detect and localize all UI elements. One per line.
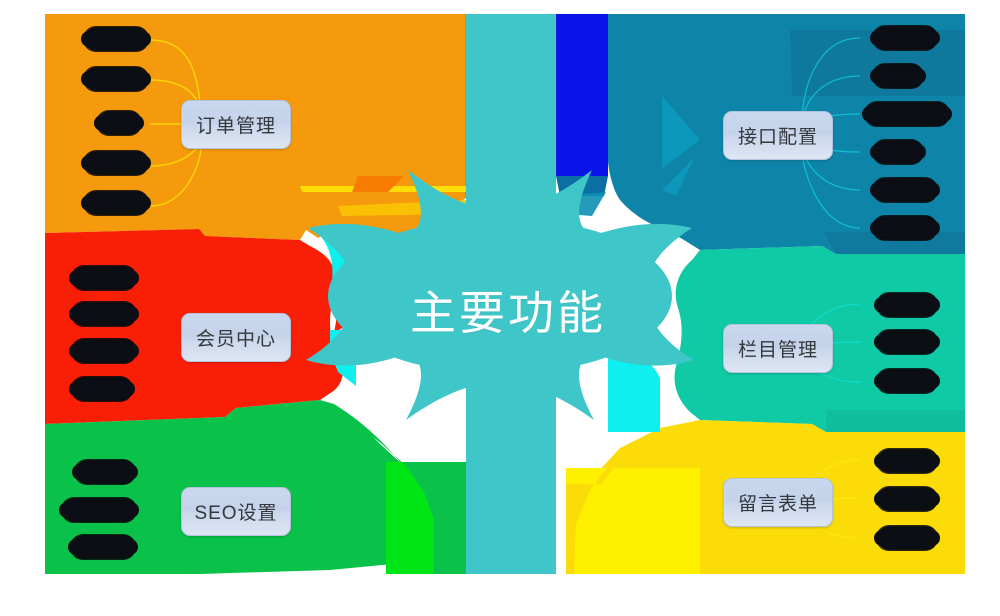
branch-label: SEO设置 <box>194 503 278 524</box>
branch-label: 订单管理 <box>195 116 276 137</box>
leaf-item[interactable] <box>81 192 151 214</box>
branch-column-management[interactable]: 栏目管理 <box>723 324 833 373</box>
leaf-item[interactable] <box>81 28 151 50</box>
leaf-item[interactable] <box>94 112 144 134</box>
leaf-item[interactable] <box>69 303 139 325</box>
leaf-item[interactable] <box>59 499 139 521</box>
leaf-item[interactable] <box>870 27 940 49</box>
branch-order-management[interactable]: 订单管理 <box>181 100 291 149</box>
region-green-mid <box>334 404 466 574</box>
leaf-item[interactable] <box>69 340 139 362</box>
branch-seo-settings[interactable]: SEO设置 <box>181 487 291 536</box>
leaf-item[interactable] <box>69 378 135 400</box>
branch-interface-config[interactable]: 接口配置 <box>723 111 833 160</box>
region-teal-green-dark <box>826 410 965 432</box>
branch-label: 栏目管理 <box>737 340 818 361</box>
branch-label: 留言表单 <box>737 494 818 515</box>
region-blue-teal-spike <box>662 96 700 168</box>
leaf-item[interactable] <box>870 217 940 239</box>
leaf-item[interactable] <box>870 65 926 87</box>
leaf-item[interactable] <box>81 68 151 90</box>
leaf-item[interactable] <box>69 267 139 289</box>
leaf-item[interactable] <box>874 370 940 392</box>
leaf-item[interactable] <box>68 536 138 558</box>
region-yellow-mid <box>566 428 660 574</box>
leaf-item[interactable] <box>870 141 926 163</box>
region-blue <box>556 14 608 190</box>
branch-label: 会员中心 <box>195 329 276 350</box>
leaf-item[interactable] <box>874 527 940 549</box>
region-blue-teal-spike-2 <box>662 158 694 196</box>
region-yellow-bright <box>566 468 700 574</box>
leaf-item[interactable] <box>72 461 138 483</box>
branch-label: 接口配置 <box>737 127 818 148</box>
center-node-ellipse <box>328 218 672 374</box>
leaf-item[interactable] <box>874 331 940 353</box>
branch-message-form[interactable]: 留言表单 <box>723 478 833 527</box>
leaf-item[interactable] <box>874 294 940 316</box>
leaf-item[interactable] <box>870 179 940 201</box>
leaf-item[interactable] <box>874 488 940 510</box>
leaf-item[interactable] <box>81 152 151 174</box>
region-cyan-accent-right <box>608 349 660 432</box>
leaf-item[interactable] <box>874 450 940 472</box>
leaf-item[interactable] <box>862 103 952 125</box>
region-orange-spike <box>352 176 404 192</box>
branch-member-center[interactable]: 会员中心 <box>181 313 291 362</box>
